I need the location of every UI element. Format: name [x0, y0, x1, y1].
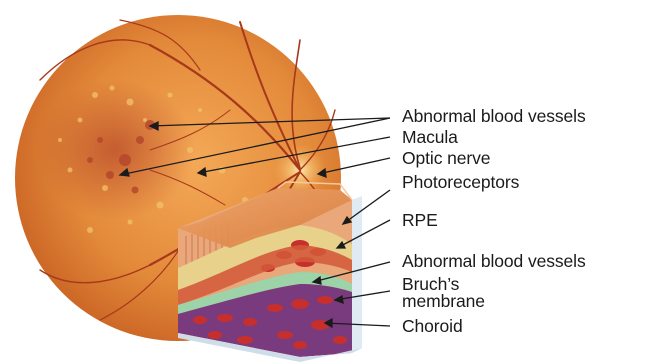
- label-macula: Macula: [402, 129, 458, 146]
- label-choroid: Choroid: [402, 318, 463, 335]
- label-abnormal-blood-vessels-top: Abnormal blood vessels: [402, 108, 586, 125]
- macula-region: [35, 80, 195, 220]
- label-abnormal-blood-vessels-bottom: Abnormal blood vessels: [402, 253, 586, 270]
- label-bruchs-line2: membrane: [402, 293, 485, 310]
- label-optic-nerve: Optic nerve: [402, 150, 490, 167]
- label-photoreceptors: Photoreceptors: [402, 174, 519, 191]
- block-right-face: [352, 196, 362, 353]
- label-rpe: RPE: [402, 212, 438, 229]
